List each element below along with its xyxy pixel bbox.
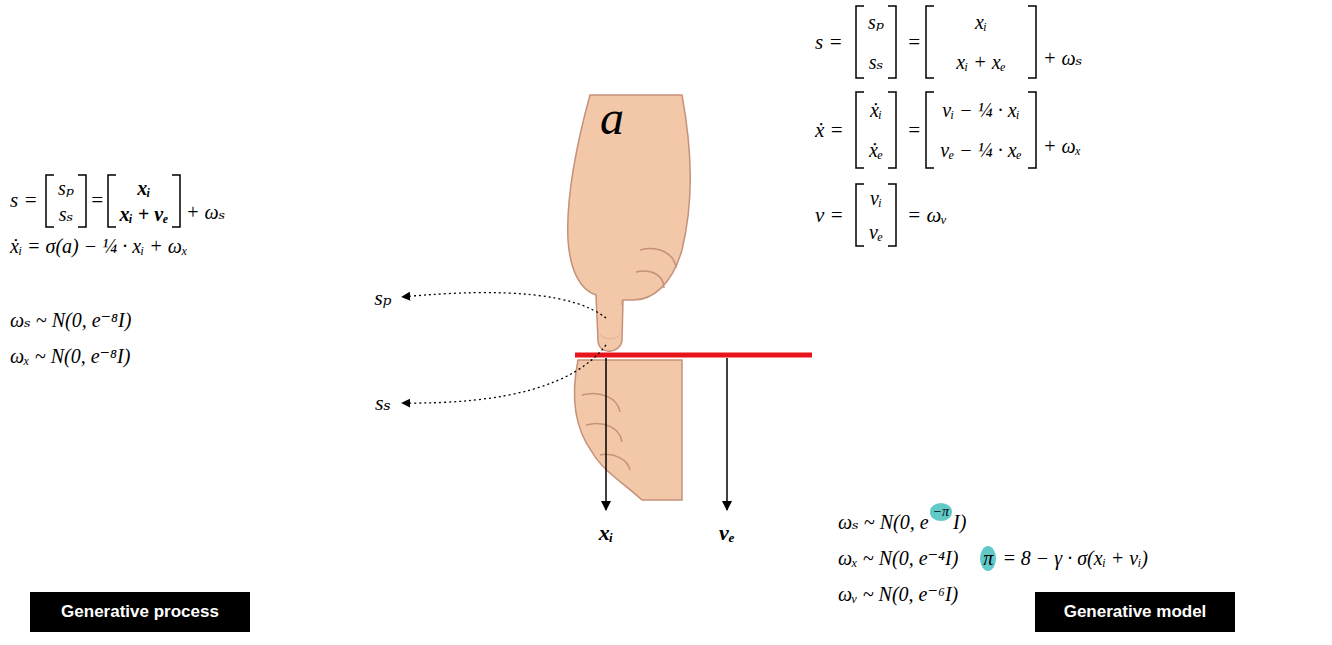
equation-text: xᵢ [975,11,987,34]
caption-box: Generative process [30,592,250,632]
equation-text: + ωₛ [1043,47,1082,70]
equation-text: vᵢ − ¼ · xᵢ [942,99,1020,122]
position-arrow [605,358,607,510]
equation-text: v = [815,203,844,227]
equation-text: sₚ [868,11,884,34]
equation-text: ωₛ ~ N(0, e [838,511,929,534]
equation-text: −π [930,503,952,521]
equation-text: ωₛ ~ N(0, e⁻⁸I) [10,309,131,332]
equation-text: sₚ [58,177,74,200]
equation-text: I) [953,511,966,534]
equation-text: sₛ [375,390,391,415]
equation-text: sₛ [869,51,884,74]
pointing-hand [568,95,691,351]
equation-text: ẋₑ [869,139,883,162]
equation-text: ωₓ ~ N(0, e⁻⁴I) [838,547,958,570]
leader-line [402,293,606,318]
equation-text: + ωₓ [1043,135,1081,158]
equation-text: ωₓ ~ N(0, e⁻⁸I) [10,345,130,368]
equation-text: xᵢ [137,177,150,200]
equation-text: ẋ = [815,118,844,142]
equation-text: + ωₛ [186,201,225,224]
equation-text: ωᵥ ~ N(0, e⁻⁶I) [838,583,958,606]
equation-text: xᵢ + xₑ [956,51,1006,74]
equation-text: π [980,546,996,571]
equation-text: xᵢ + vₑ [119,203,168,226]
equation-text: = ωᵥ [907,203,947,227]
equation-text: vₑ [719,520,735,545]
equation-text: = [907,118,921,142]
equation-text: vₑ − ¼ · xₑ [940,139,1022,162]
equation-text: = [90,188,104,212]
equation-text: a [600,90,624,145]
equation-text: s = [10,188,38,212]
equation-text: = 8 − γ · σ(xᵢ + vᵢ) [1002,547,1148,570]
caption-text: Generative process [61,602,219,622]
equation-text: s = [815,30,843,54]
caption-box: Generative model [1035,592,1235,632]
leader-line [402,345,606,403]
matrix-brackets [46,6,1036,246]
velocity-arrow [726,358,728,510]
caption-text: Generative model [1064,602,1207,622]
equation-text: ẋᵢ = σ(a) − ¼ · xᵢ + ωₓ [10,235,188,258]
touched-hand [574,360,682,500]
equation-text: ẋᵢ [870,99,882,122]
equation-text: = [907,30,921,54]
equation-text: sₛ [59,203,74,226]
equation-text: vᵢ [870,187,882,210]
equation-text: sₚ [374,285,391,310]
equation-text: vₑ [869,221,883,244]
contact-line [575,353,812,358]
equation-text: xᵢ [599,520,614,545]
